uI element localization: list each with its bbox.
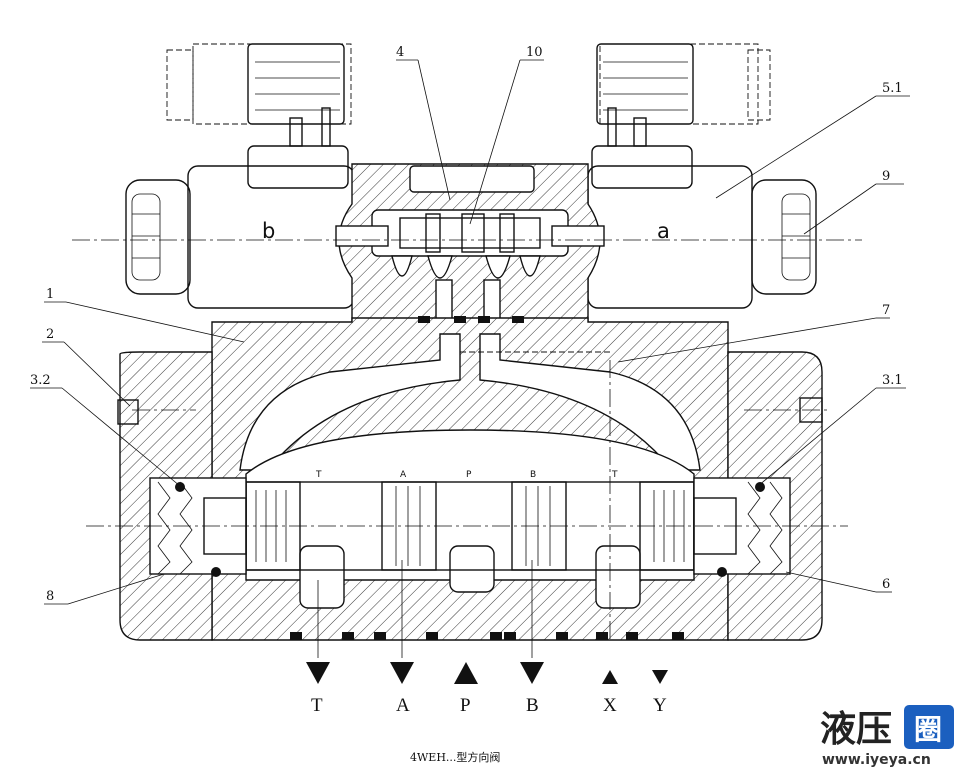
label-5-1: 5.1 <box>882 81 903 96</box>
port-b-arrow <box>520 662 544 684</box>
figure-caption: 4WEH...型方向阀 <box>410 750 500 764</box>
watermark-accent-char: 圈 <box>914 713 942 746</box>
inner-port-a: A <box>400 470 407 480</box>
port-a-arrow <box>390 662 414 684</box>
left-plug-screw <box>117 399 139 425</box>
right-connector-plug <box>591 145 693 189</box>
label-6: 6 <box>882 577 890 592</box>
right-plug-screw <box>799 397 823 423</box>
port-label-p: P <box>460 695 471 716</box>
left-spring-chamber <box>149 477 247 577</box>
bottom-seals <box>290 632 684 640</box>
side-label-a: a <box>657 219 670 243</box>
label-9: 9 <box>882 169 890 184</box>
port-y-arrow <box>652 670 668 684</box>
label-1: 1 <box>46 287 54 302</box>
right-solenoid-coil <box>596 43 771 147</box>
leader-lines <box>30 59 910 605</box>
left-override-cap <box>125 179 191 295</box>
label-4: 4 <box>396 45 404 60</box>
left-connector-plug <box>247 145 349 189</box>
inner-port-b: B <box>530 470 536 480</box>
label-7: 7 <box>882 303 890 318</box>
port-label-b: B <box>526 695 539 716</box>
watermark-accent-box <box>904 705 954 749</box>
side-label-b: b <box>262 219 275 243</box>
label-3-1: 3.1 <box>882 373 903 388</box>
port-x-arrow <box>602 670 618 684</box>
label-10: 10 <box>526 45 543 60</box>
watermark-logo: 液压 www.iyeya.cn 圈 <box>820 705 954 768</box>
label-3-2: 3.2 <box>30 373 51 388</box>
port-label-x: X <box>603 695 617 716</box>
left-solenoid-coil <box>166 43 352 147</box>
right-spring-chamber <box>693 477 791 577</box>
port-label-y: Y <box>653 695 667 716</box>
pilot-valve-body <box>335 163 605 323</box>
watermark-url: www.iyeya.cn <box>822 752 931 768</box>
right-override-cap <box>751 179 817 295</box>
port-t-arrow <box>306 662 330 684</box>
inner-port-p: P <box>466 470 472 480</box>
label-8: 8 <box>46 589 54 604</box>
pilot-seals <box>418 316 524 323</box>
inner-port-t-right: T <box>611 470 618 480</box>
label-2: 2 <box>46 327 54 342</box>
port-p-arrow <box>454 662 478 684</box>
inner-port-t-left: T <box>315 470 322 480</box>
port-label-t: T <box>311 695 323 716</box>
port-label-a: A <box>396 695 410 716</box>
watermark-title: 液压 <box>820 709 892 750</box>
